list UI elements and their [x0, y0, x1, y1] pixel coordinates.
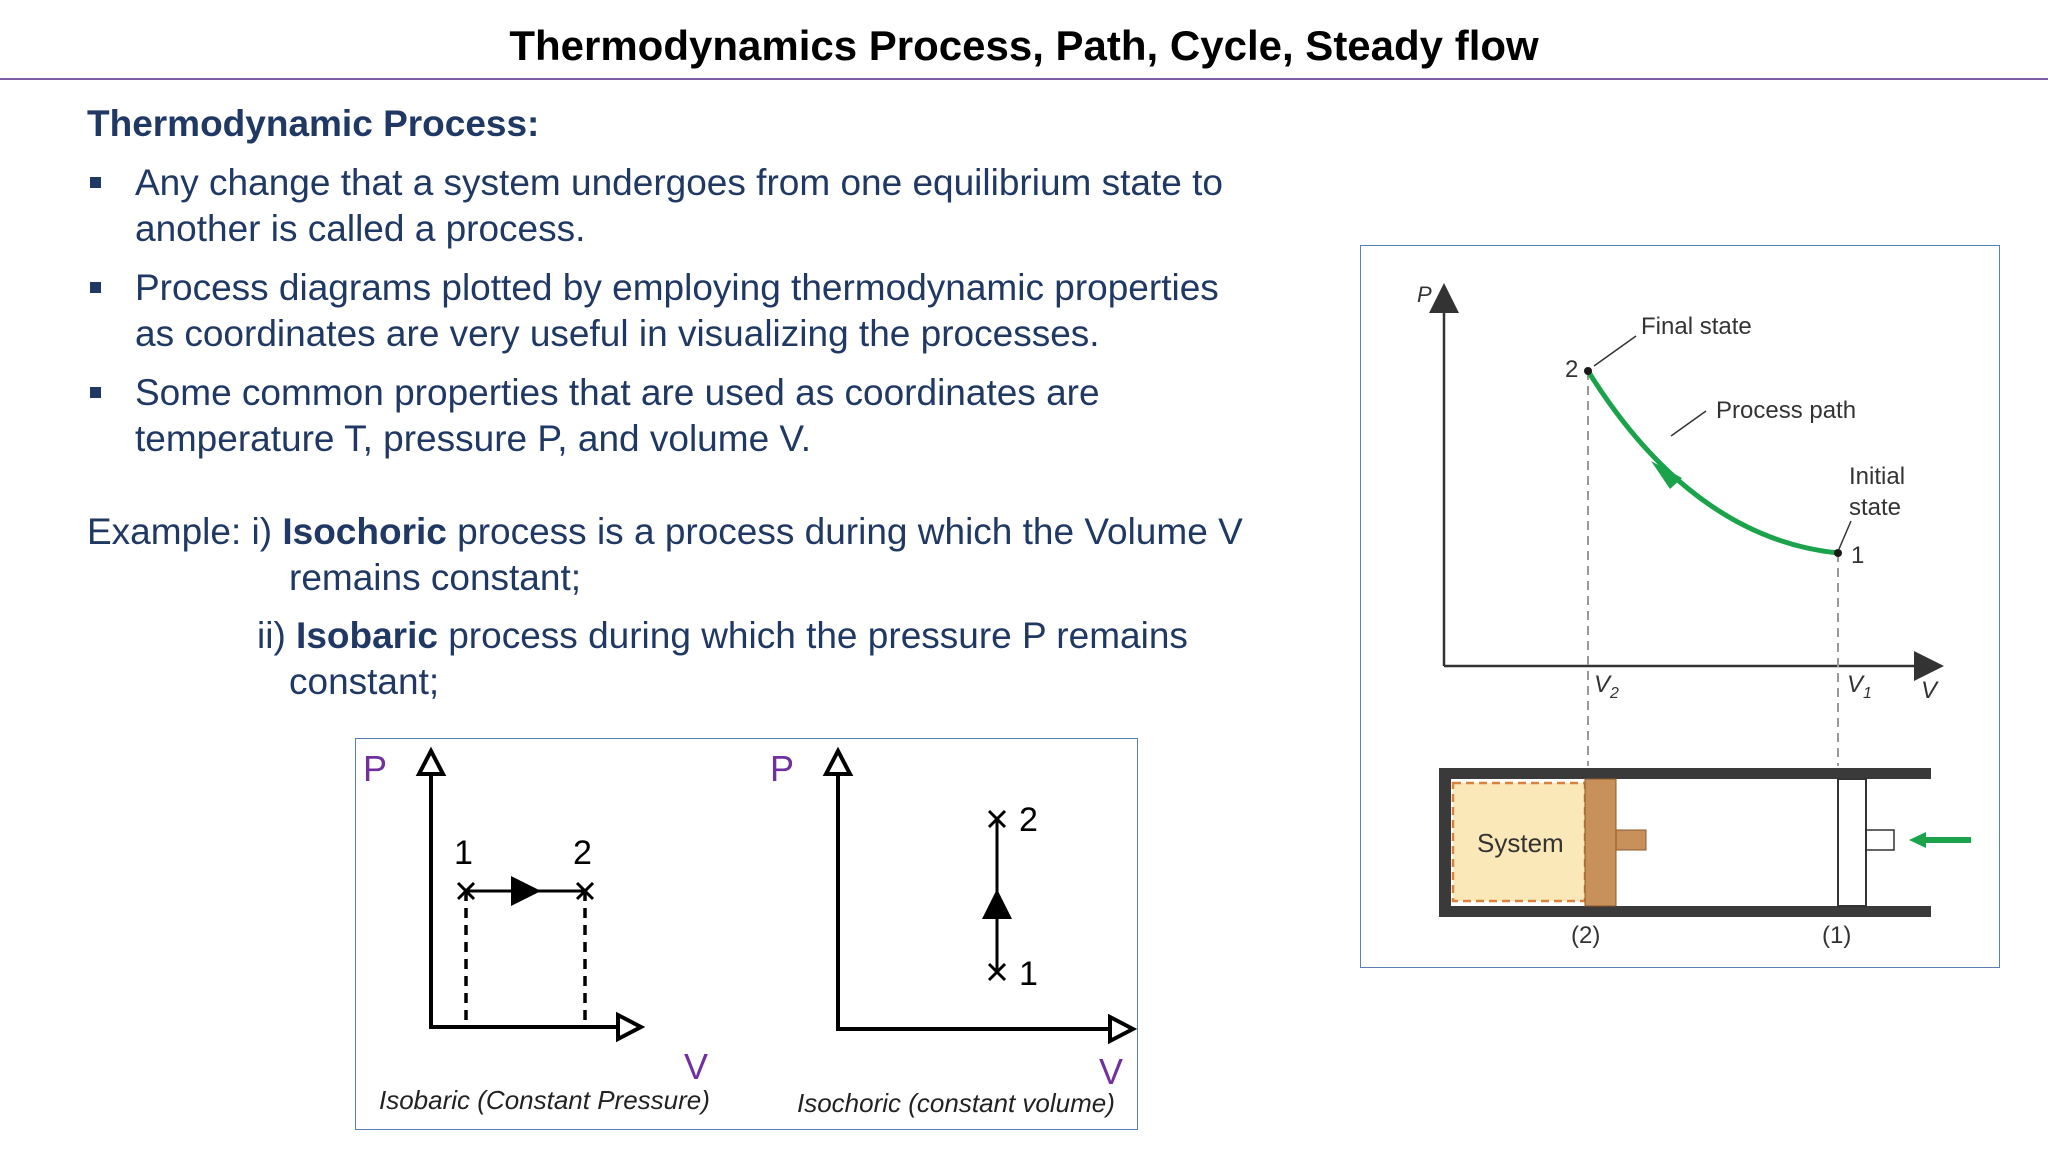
system-label: System [1477, 828, 1564, 858]
bullet-text-line: as coordinates are very useful in visual… [135, 313, 1100, 354]
example-line-3: ii) Isobaric process during which the pr… [257, 613, 1188, 659]
p-axis-label: P [1417, 282, 1432, 307]
isobaric-point-2-label: 2 [573, 834, 592, 872]
bullet-text-line: Some common properties that are used as … [135, 372, 1100, 413]
isochoric-term: Isochoric [282, 511, 447, 552]
square-bullet-icon [90, 177, 101, 188]
bullet-item: Some common properties that are used as … [87, 370, 1307, 462]
piston-rod [1615, 829, 1647, 851]
piston-cylinder: System [1439, 768, 1971, 917]
path-direction-arrow-icon [1651, 461, 1682, 489]
example-prefix: Example: i) [87, 511, 283, 552]
square-bullet-icon [90, 387, 101, 398]
process-path-diagram: P V Final state Process path Initial sta… [1360, 245, 2000, 968]
process-path-label: Process path [1716, 397, 1856, 424]
isobaric-point-2 [575, 881, 595, 901]
process-path-curve [1585, 369, 1839, 556]
isochoric-x-arrow-icon [1108, 1013, 1138, 1045]
position-1-label: (1) [1822, 922, 1851, 949]
process-path-svg: P V Final state Process path Initial sta… [1417, 282, 1971, 949]
v1-label: V1 [1847, 671, 1872, 702]
isochoric-v-label: V [1099, 1051, 1123, 1092]
system-region [1451, 781, 1587, 903]
final-state-label: Final state [1641, 313, 1752, 340]
bullet-item: Process diagrams plotted by employing th… [87, 265, 1307, 357]
process-path-leader [1670, 410, 1707, 437]
isobaric-isochoric-svg: P V 1 2 Isobaric (Constant Pressure) P [363, 746, 1138, 1118]
isobaric-p-label: P [363, 748, 387, 789]
isobaric-x-arrow-icon [616, 1011, 646, 1043]
v-axis-label: V [1921, 677, 1939, 704]
isochoric-point-2 [987, 809, 1007, 829]
example-text: process during which the pressure P rema… [437, 615, 1188, 656]
final-state-leader [1593, 335, 1637, 367]
isobaric-direction-arrow-icon [511, 876, 541, 906]
v2-label: V2 [1594, 671, 1619, 702]
state-2-point [1584, 367, 1592, 375]
section-heading: Thermodynamic Process: [87, 103, 540, 144]
isobaric-v-label: V [684, 1046, 708, 1087]
isobaric-plot: P V 1 2 Isobaric (Constant Pressure) [363, 746, 710, 1115]
isochoric-point-2-label: 2 [1019, 801, 1038, 839]
initial-state-leader [1838, 520, 1852, 550]
bullet-text-line: temperature T, pressure P, and volume V. [135, 418, 811, 459]
bullet-text-line: another is called a process. [135, 208, 586, 249]
isochoric-caption: Isochoric (constant volume) [797, 1088, 1115, 1118]
example-line-1: Example: i) Isochoric process is a proce… [87, 509, 1243, 555]
example-line-2: remains constant; [289, 557, 582, 598]
state-1-label: 1 [1851, 542, 1864, 569]
piston-at-state-2 [1584, 778, 1617, 907]
isobaric-y-arrow-icon [415, 746, 447, 776]
isochoric-y-arrow-icon [822, 746, 854, 776]
push-arrow-icon [1909, 832, 1971, 848]
isobaric-point-1-label: 1 [454, 834, 473, 872]
bullet-list: Any change that a system undergoes from … [87, 160, 1307, 475]
position-2-label: (2) [1571, 922, 1600, 949]
bullet-item: Any change that a system undergoes from … [87, 160, 1307, 252]
isochoric-point-1-label: 1 [1019, 955, 1038, 993]
square-bullet-icon [90, 282, 101, 293]
initial-state-label: Initial [1849, 463, 1905, 490]
piston-rod-outline [1865, 829, 1895, 851]
isochoric-plot: P V 2 1 Isochoric (constant volume) [770, 746, 1138, 1118]
state-1-point [1834, 549, 1842, 557]
initial-state-label-2: state [1849, 494, 1901, 521]
title-divider [0, 78, 2048, 80]
example-text: process is a process during which the Vo… [446, 511, 1243, 552]
isobaric-isochoric-diagram: P V 1 2 Isobaric (Constant Pressure) P [355, 738, 1138, 1130]
isochoric-direction-arrow-icon [982, 889, 1012, 919]
state-2-label: 2 [1565, 356, 1578, 383]
isochoric-point-1 [987, 962, 1007, 982]
example-prefix: ii) [257, 615, 297, 656]
isobaric-point-1 [456, 881, 476, 901]
slide-title: Thermodynamics Process, Path, Cycle, Ste… [509, 22, 1539, 69]
bullet-text-line: Any change that a system undergoes from … [135, 162, 1223, 203]
bullet-text-line: Process diagrams plotted by employing th… [135, 267, 1219, 308]
isobaric-caption: Isobaric (Constant Pressure) [379, 1085, 710, 1115]
example-line-4: constant; [289, 661, 440, 702]
isobaric-term: Isobaric [296, 615, 438, 656]
isochoric-p-label: P [770, 748, 794, 789]
